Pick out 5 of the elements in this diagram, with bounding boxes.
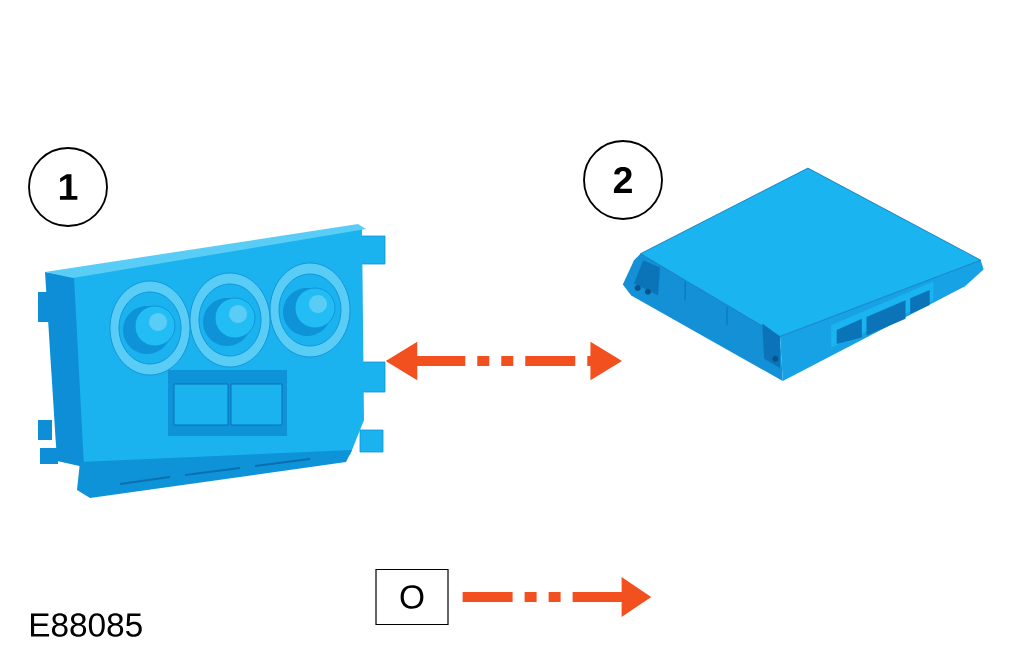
callout-number: 1	[28, 147, 108, 227]
letter-box: O	[375, 568, 449, 626]
callout-number: 2	[583, 140, 663, 220]
reference-code: E88085	[31, 613, 142, 637]
control-panel-picture	[38, 224, 386, 498]
